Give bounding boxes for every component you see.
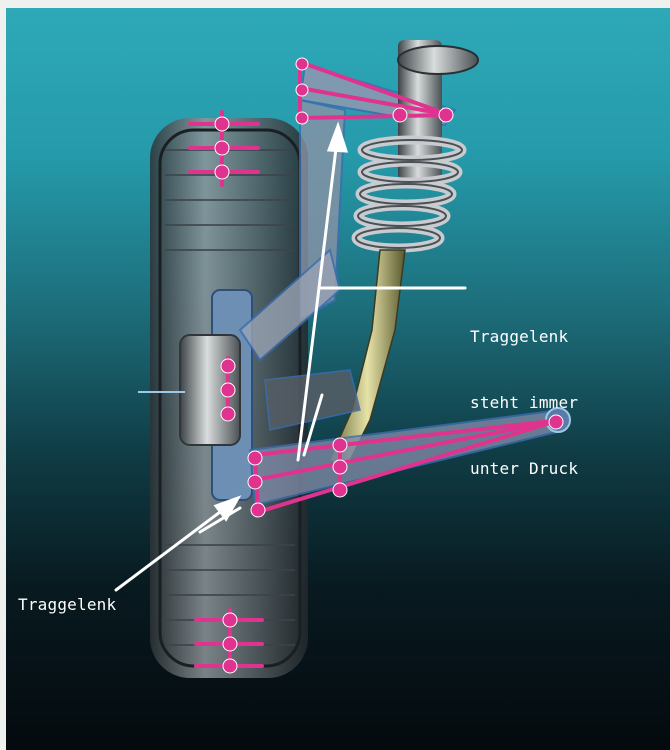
load-arrows <box>114 121 467 592</box>
upper-joint-label-line-3: unter Druck <box>470 459 579 478</box>
lower-joint-pointer <box>114 501 234 592</box>
upper-joint-label-line-1: Traggelenk <box>470 327 569 346</box>
upper-joint-label: Traggelenk steht immer unter Druck <box>470 282 578 524</box>
lower-joint-label: Traggelenk <box>18 595 117 614</box>
force-nodes <box>214 57 564 674</box>
upper-load-arrow <box>296 130 340 462</box>
lower-joint-arrowhead <box>213 495 242 522</box>
upper-joint-label-line-2: steht immer <box>470 393 579 412</box>
upper-load-arrowhead <box>326 121 349 153</box>
